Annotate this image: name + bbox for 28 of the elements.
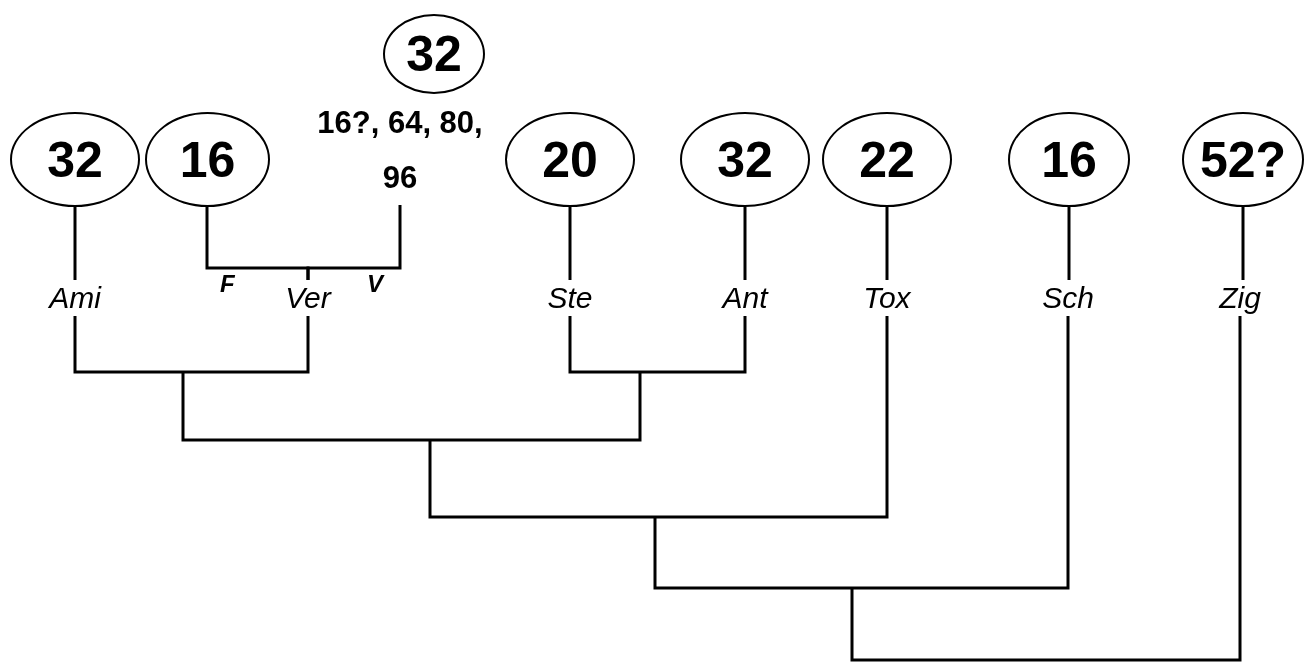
taxon-name: Ver — [273, 280, 343, 316]
taxon-name: Sch — [1033, 280, 1103, 316]
tree-branch — [653, 316, 1070, 590]
chromosome-number-oval: 16 — [1008, 112, 1130, 207]
connector-line — [1067, 207, 1071, 280]
tree-branch — [568, 316, 747, 374]
connector-line — [885, 207, 889, 280]
tree-branch — [73, 316, 310, 374]
connector-line — [1241, 207, 1245, 280]
taxon-name: Tox — [852, 280, 922, 316]
tree-branch — [428, 316, 889, 519]
chromosome-number-oval: 20 — [505, 112, 635, 207]
taxon-name: Ami — [40, 280, 110, 316]
chromosome-number-oval: 22 — [822, 112, 952, 207]
taxon-name: Ste — [535, 280, 605, 316]
chromosome-numbers-text: 16?, 64, 80, 96 — [315, 95, 485, 205]
connector-line — [73, 207, 77, 280]
chromosome-number-oval: 32 — [383, 14, 485, 94]
connector-line — [568, 207, 572, 280]
taxon-name: Ant — [710, 280, 780, 316]
chromosome-number-oval: 16 — [145, 112, 270, 207]
connector-line — [743, 207, 747, 280]
chromosome-number-oval: 32 — [680, 112, 810, 207]
tree-branch — [850, 316, 1242, 662]
chromosome-number-oval: 32 — [10, 112, 140, 207]
connector-line — [306, 205, 402, 280]
chromosome-number-oval: 52? — [1182, 112, 1304, 207]
taxon-name: Zig — [1205, 280, 1275, 316]
